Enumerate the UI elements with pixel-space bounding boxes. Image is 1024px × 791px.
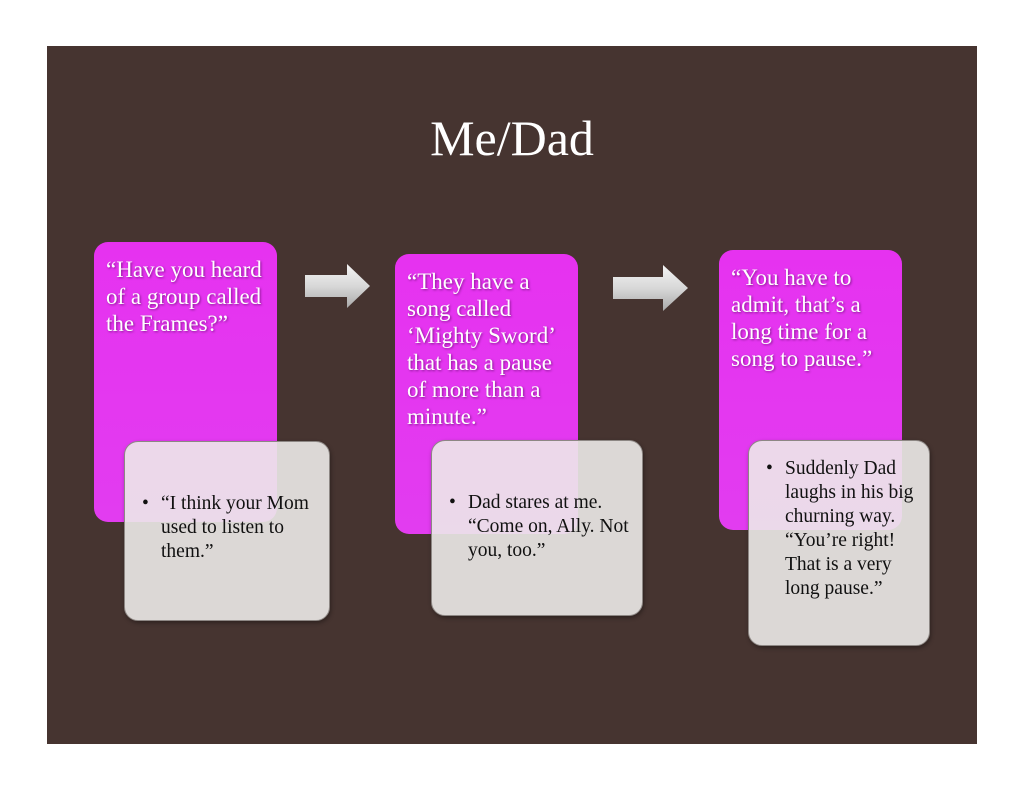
slide-title: Me/Dad: [430, 110, 594, 166]
bullet-glyph: •: [142, 493, 149, 514]
step-1-response-box: • “I think your Mom used to listen to th…: [124, 441, 330, 621]
bullet-glyph: •: [449, 492, 456, 513]
step-2-response-item: • Dad stares at me. “Come on, Ally. Not …: [449, 491, 642, 563]
step-3-response-box: • Suddenly Dad laughs in his big churnin…: [748, 440, 930, 646]
step-2-quote-text: “They have a song called ‘Mighty Sword’ …: [407, 269, 555, 429]
step-1-response-item: • “I think your Mom used to listen to th…: [142, 492, 329, 564]
step-3-response-list: • Suddenly Dad laughs in his big churnin…: [749, 457, 929, 601]
arrow-right-icon: [305, 264, 370, 308]
step-2-response-list: • Dad stares at me. “Come on, Ally. Not …: [432, 491, 642, 563]
slide: Me/Dad “Have you heard of a group called…: [47, 46, 977, 744]
arrow-right-icon: [613, 265, 688, 311]
step-2-response-box: • Dad stares at me. “Come on, Ally. Not …: [431, 440, 643, 616]
step-2-response-text: Dad stares at me. “Come on, Ally. Not yo…: [468, 492, 629, 561]
step-1-response-text: “I think your Mom used to listen to them…: [161, 493, 309, 562]
step-3-quote-text: “You have to admit, that’s a long time f…: [731, 265, 873, 371]
step-1-response-list: • “I think your Mom used to listen to th…: [125, 492, 329, 564]
bullet-glyph: •: [766, 458, 773, 479]
step-3-response-text: Suddenly Dad laughs in his big churning …: [785, 458, 914, 599]
step-1-quote-text: “Have you heard of a group called the Fr…: [106, 257, 262, 336]
step-3-response-item: • Suddenly Dad laughs in his big churnin…: [766, 457, 929, 601]
